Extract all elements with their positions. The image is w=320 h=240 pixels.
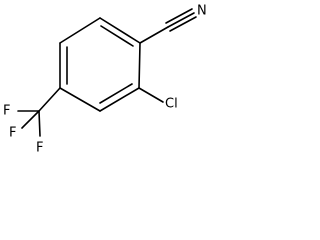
fluorine-atom-label-2: F — [9, 126, 16, 141]
ring-to-cf3-carbon-bond — [38, 87, 61, 112]
ring-double-bond-inner-top — [100, 25, 134, 47]
cf3-to-fluorine-3-bond — [38, 110, 41, 137]
ring-bond-lower-left — [59, 87, 101, 112]
nitrile-triple-bond-line-2 — [165, 8, 193, 24]
fluorine-atom-label-1: F — [3, 104, 10, 119]
nitrogen-atom-label: N — [197, 4, 207, 19]
ring-double-bond-inner-right — [99, 83, 133, 104]
ring-to-nitrile-carbon-bond — [139, 26, 169, 44]
ring-bond-lower-right — [99, 87, 140, 112]
ring-bond-upper-left — [59, 17, 101, 44]
nitrile-triple-bond-line-3 — [169, 16, 197, 32]
fluorine-atom-label-3: F — [36, 141, 43, 156]
chlorine-atom-label: Cl — [165, 97, 178, 112]
cf3-to-fluorine-2-bond — [21, 110, 40, 129]
chemical-structure-diagram: N Cl F F F — [3, 4, 207, 156]
ring-to-chlorine-bond — [138, 87, 164, 103]
ring-bond-top — [99, 17, 141, 44]
nitrile-triple-bond-line-1 — [167, 12, 195, 28]
ring-bond-top-right — [138, 42, 141, 89]
